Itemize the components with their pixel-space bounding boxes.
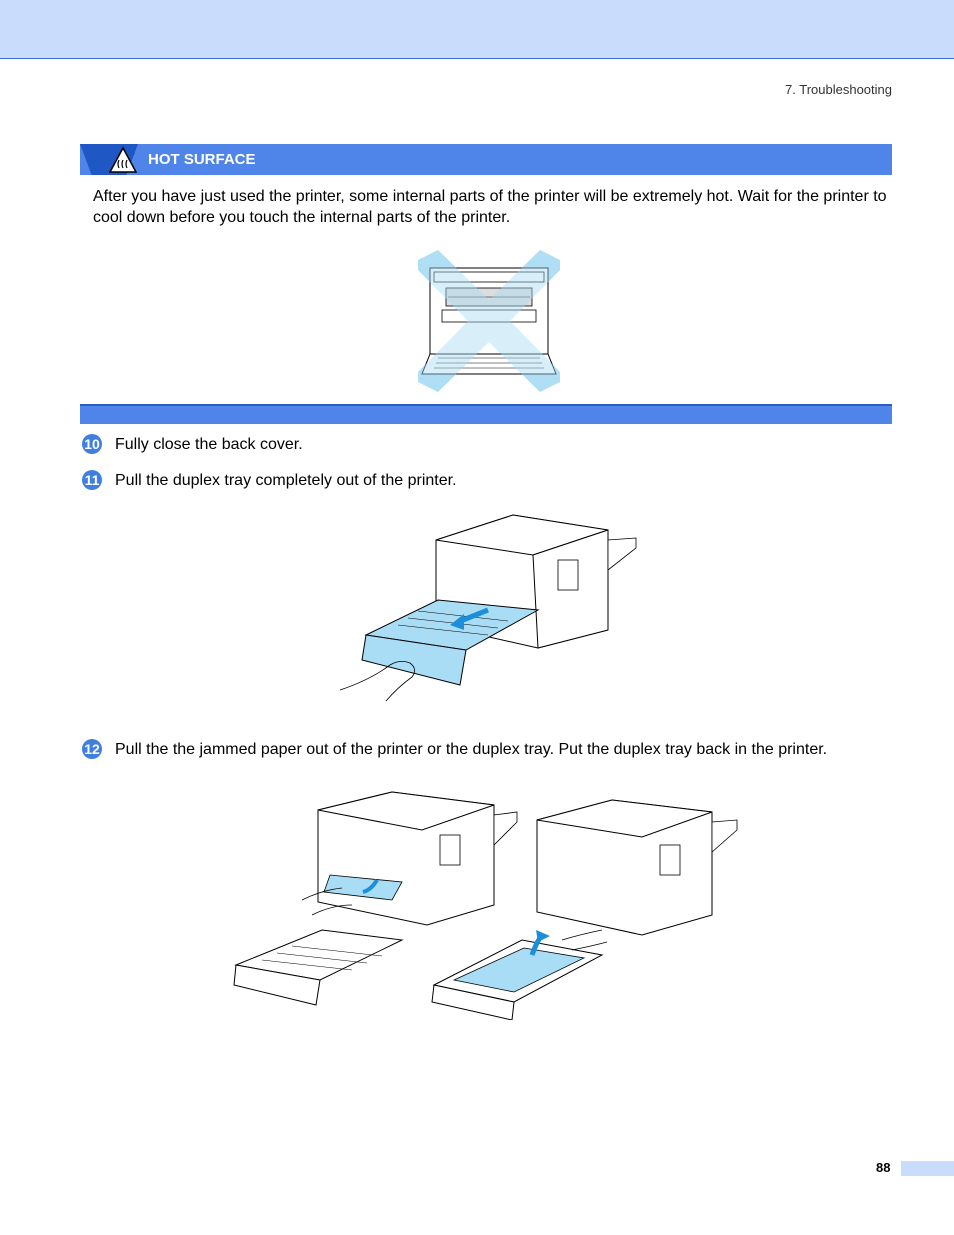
warning-title: HOT SURFACE [148,151,256,168]
printer-back-cover-open-illustration [418,250,560,392]
running-head: 7. Troubleshooting [785,82,892,97]
step-text-12: Pull the the jammed paper out of the pri… [115,741,828,758]
pull-duplex-tray-illustration [339,514,637,702]
warning-bar [80,144,892,175]
step-number-10: 10 [82,434,102,454]
hot-surface-icon [108,146,138,173]
warning-text: After you have just used the printer, so… [93,188,887,226]
step-number-11: 11 [82,470,102,490]
page-number: 88 [876,1160,891,1175]
step-text-10: Fully close the back cover. [115,436,303,453]
page-number-tab [901,1161,954,1176]
section-separator [80,404,892,424]
top-header-band [0,0,954,59]
step-number-12: 12 [82,739,102,759]
step-text-11: Pull the duplex tray completely out of t… [115,472,457,489]
remove-jammed-paper-illustration [233,791,738,1020]
